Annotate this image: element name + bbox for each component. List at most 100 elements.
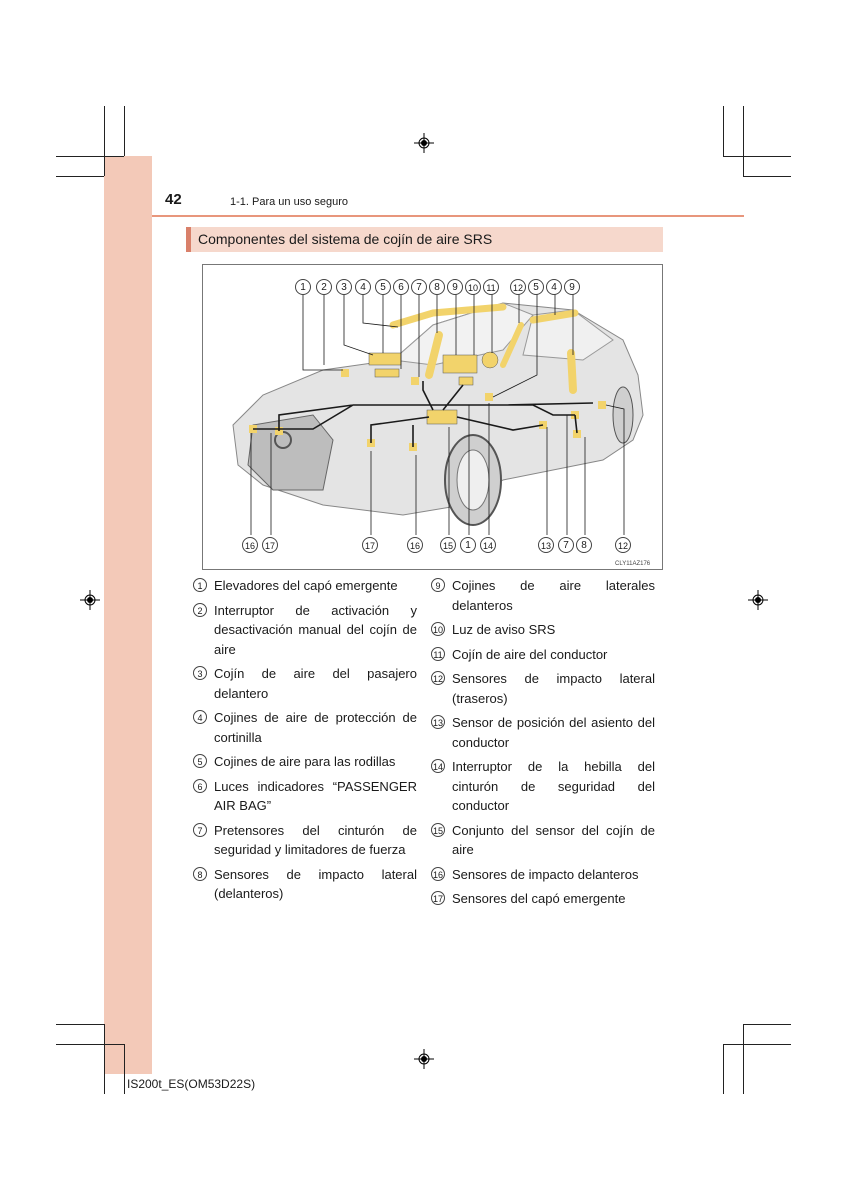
legend-text: Luces indicadores “PASSENGER AIR BAG” [214,778,417,814]
legend-item: 4 Cojines de aire de protección de cortin… [193,708,417,747]
crop-mark [723,1044,724,1094]
crop-mark [743,1024,744,1094]
legend-text: Cojín de aire del pasajero delantero [214,666,417,701]
legend-text: Luz de aviso SRS [452,622,556,637]
legend-number: 12 [431,671,445,685]
legend-text: Cojín de aire del conductor [452,646,608,662]
callout-marker: 4 [355,279,371,295]
callout-marker: 16 [242,537,258,553]
legend-number: 9 [431,578,445,592]
legend-number: 17 [431,891,445,905]
callout-marker: 8 [576,537,592,553]
callout-row-bottom: 16 17 17 16 15 1 14 13 7 8 12 [242,535,632,553]
crop-mark [104,106,105,176]
crop-mark [56,1024,104,1025]
legend-text: Elevadores del capó emergente [214,578,398,593]
registration-mark-icon [414,133,434,153]
legend-text: Pretensores del cinturón de seguridad y … [214,822,417,858]
callout-marker: 17 [362,537,378,553]
callout-marker: 1 [460,537,476,553]
breadcrumb: 1-1. Para un uso seguro [230,196,349,208]
legend-number: 14 [431,759,445,773]
legend-item: 9 Cojines de aire laterales delanteros [431,576,655,615]
figure-code: CLY11AZ176 [615,561,651,567]
callout-marker: 13 [538,537,554,553]
legend-text: Cojines de aire para las rodillas [214,754,396,769]
callout-marker: 16 [407,537,423,553]
callout-marker: 12 [615,537,631,553]
legend-text: Interruptor de la hebilla del cinturón d… [452,759,655,813]
callout-marker: 5 [528,279,544,295]
callout-marker: 15 [440,537,456,553]
callout-marker: 11 [483,279,499,295]
callout-row-top: 1 2 3 4 5 6 7 8 9 10 11 12 5 4 9 [295,277,585,295]
crop-mark [104,1024,105,1094]
legend-item: 10 Luz de aviso SRS [431,620,655,640]
legend-item: 5 Cojines de aire para las rodillas [193,752,417,772]
callout-marker: 5 [375,279,391,295]
crop-mark [743,106,744,176]
callout-marker: 1 [295,279,311,295]
legend-text: Sensor de posición del asiento del condu… [452,715,655,750]
legend-number: 15 [431,822,445,837]
legend-number: 11 [431,646,445,661]
callout-marker: 14 [480,537,496,553]
header-divider [152,215,744,217]
legend-number: 3 [193,666,207,680]
crop-mark [723,156,791,157]
crop-mark [743,176,791,177]
document-code: IS200t_ES(OM53D22S) [127,1077,256,1091]
legend-number: 4 [193,710,207,724]
car-illustration [203,265,662,569]
legend-item: 17 Sensores del capó emergente [431,889,655,909]
legend-number: 8 [193,866,207,881]
registration-mark-icon [80,590,100,610]
legend-text: Sensores del capó emergente [452,891,626,906]
legend-column-right: 9 Cojines de aire laterales delanteros 10… [431,576,655,909]
callout-marker: 7 [411,279,427,295]
callout-marker: 12 [510,279,526,295]
legend-item: 11 Cojín de aire del conductor [431,645,655,665]
callout-marker: 7 [558,537,574,553]
crop-mark [124,1044,125,1094]
callout-marker: 2 [316,279,332,295]
legend-number: 10 [431,622,445,636]
crop-mark [723,1044,791,1045]
page-number: 42 [165,191,182,208]
side-color-band [104,156,152,1074]
callout-marker: 9 [564,279,580,295]
legend-item: 2 Interruptor de activación y desactivaci… [193,601,417,660]
section-title-bar [186,227,663,252]
airbag-diagram [202,264,663,570]
crop-mark [723,106,724,156]
legend-text: Interruptor de activación y desactivació… [214,602,417,657]
callout-marker: 17 [262,537,278,553]
legend-item: 7 Pretensores del cinturón de seguridad y… [193,821,417,860]
legend-text: Cojines de aire de protección de cortini… [214,710,417,745]
callout-marker: 9 [447,279,463,295]
legend-text: Cojines de aire laterales delanteros [452,578,655,613]
section-title: Componentes del sistema de cojín de aire… [198,231,493,247]
legend-text: Sensores de impacto lateral (traseros) [452,671,655,706]
crop-mark [124,106,125,156]
registration-mark-icon [414,1049,434,1069]
callout-marker: 8 [429,279,445,295]
registration-mark-icon [748,590,768,610]
crop-mark [56,156,124,157]
legend-item: 14 Interruptor de la hebilla del cinturón… [431,757,655,816]
callout-marker: 3 [336,279,352,295]
callout-marker: 6 [393,279,409,295]
legend-number: 2 [193,602,207,617]
crop-mark [56,176,104,177]
crop-mark [56,1044,124,1045]
callout-marker: 4 [546,279,562,295]
callout-marker: 10 [465,279,481,295]
legend-number: 7 [193,822,207,837]
legend-number: 5 [193,754,207,768]
